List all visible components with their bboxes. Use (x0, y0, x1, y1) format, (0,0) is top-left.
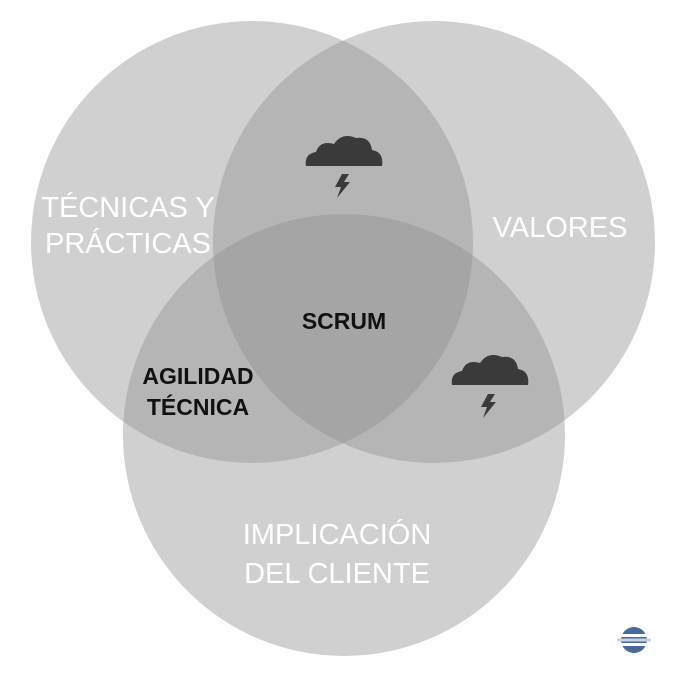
circle-valores (213, 21, 655, 463)
storm-cloud-icon (305, 136, 383, 198)
circle-implicacion-cliente (123, 214, 565, 656)
label-implicacion-line1: IMPLICACIÓN (243, 518, 432, 551)
logo-icon (617, 627, 651, 653)
label-agilidad-line1: AGILIDAD (142, 363, 253, 389)
label-tecnicas-line2: PRÁCTICAS (45, 227, 211, 260)
label-scrum: SCRUM (302, 308, 386, 334)
circle-tecnicas-practicas (31, 21, 473, 463)
label-tecnicas-line1: TÉCNICAS Y (41, 191, 215, 224)
label-implicacion-line2: DEL CLIENTE (244, 558, 430, 590)
storm-cloud-icon (451, 355, 529, 418)
label-valores: VALORES (493, 212, 628, 244)
venn-circles (31, 21, 655, 656)
label-agilidad-line2: TÉCNICA (147, 393, 249, 420)
